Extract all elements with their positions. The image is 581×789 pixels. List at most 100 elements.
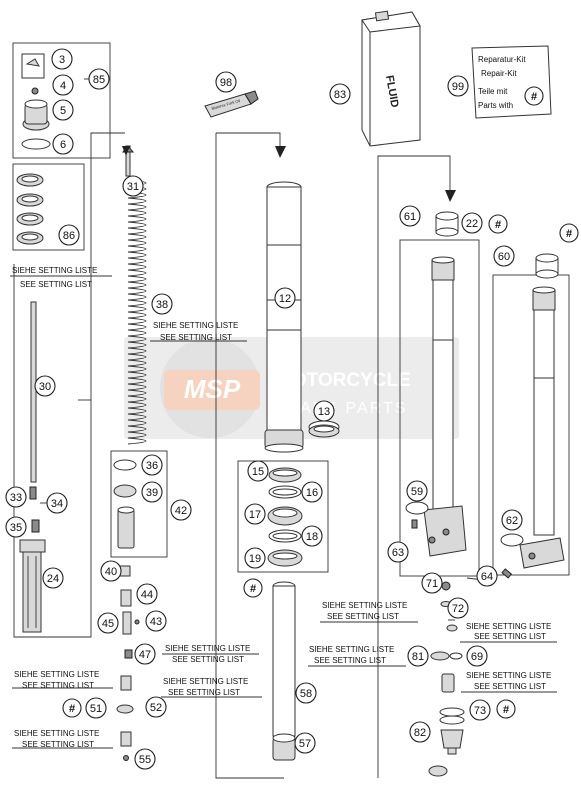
callout-label: 3: [59, 54, 65, 66]
callout-30: 30: [34, 375, 56, 397]
callout-4: 4: [52, 74, 74, 96]
callout-label: 43: [150, 616, 162, 628]
callout-circle: [329, 83, 351, 105]
callout-label: 61: [404, 211, 416, 223]
setting-note-7-en: SEE SETTING LIST: [172, 655, 244, 664]
callout-label: 13: [318, 406, 330, 418]
callout-label: 81: [412, 651, 424, 663]
callout-label: 35: [10, 522, 22, 534]
hash-circle: [496, 699, 516, 719]
callout-circle: [52, 99, 74, 121]
callout-86: 86: [58, 224, 80, 246]
callout-circle: [85, 697, 107, 719]
callout-circle: [295, 682, 317, 704]
callout-40: 40: [100, 560, 122, 582]
part-62-bolts: [411, 519, 513, 579]
callout-circle: [387, 541, 409, 563]
callout-36: 36: [141, 454, 163, 476]
callout-label: 73: [474, 705, 486, 717]
callout-label: 55: [139, 754, 151, 766]
callout-circle: [409, 721, 431, 743]
callout-circle: [141, 481, 163, 503]
callout-circle: [42, 567, 64, 589]
hash-circle: [524, 86, 544, 106]
callout-circle: [301, 525, 323, 547]
part-33-34-35-small-parts: [29, 486, 40, 533]
callout-label: 24: [47, 573, 59, 585]
callout-label: 85: [93, 74, 105, 86]
callout-circle: [447, 597, 469, 619]
callout-circle: [141, 454, 163, 476]
callout-31: 31: [122, 175, 144, 197]
callout-label: 22: [466, 218, 478, 230]
callout-label: 69: [471, 651, 483, 663]
callout-label: 58: [300, 688, 312, 700]
callout-label: 99: [452, 81, 464, 93]
part-36-39-42-valve: [113, 459, 137, 549]
repair-kit-line2: Repair-Kit: [481, 69, 517, 78]
down-arrows: [122, 146, 456, 202]
callout-83: 83: [329, 83, 351, 105]
callout-label: 34: [51, 498, 63, 510]
part-85-assembly: [21, 53, 51, 150]
part-98-grease-tube: Motorex Fork Oil: [204, 90, 259, 118]
callout-45: 45: [97, 612, 119, 634]
setting-note-3-de: SIEHE SETTING LISTE: [322, 601, 407, 610]
setting-note-5-de: SIEHE SETTING LISTE: [309, 645, 394, 654]
hash-marker: #: [559, 223, 579, 243]
callout-62: 62: [501, 509, 523, 531]
leader-lines: [10, 42, 570, 779]
callout-circle: [447, 75, 469, 97]
part-13-seal: [308, 420, 340, 438]
callout-63: 63: [387, 541, 409, 563]
callout-label: 6: [60, 139, 66, 151]
callout-circle: [469, 699, 491, 721]
hash-circle: [243, 578, 263, 598]
callout-44: 44: [136, 583, 158, 605]
setting-note-9-en: SEE SETTING LIST: [22, 681, 94, 690]
callout-52: 52: [145, 696, 167, 718]
setting-note-4-de: SIEHE SETTING LISTE: [466, 622, 551, 631]
callout-circle: [215, 71, 237, 93]
callout-circle: [170, 499, 192, 521]
part-71-72-adjuster: [430, 651, 463, 693]
callout-circle: [46, 492, 68, 514]
callout-label: 82: [414, 727, 426, 739]
setting-note-6-de: SIEHE SETTING LISTE: [466, 671, 551, 680]
callout-label: 38: [156, 299, 168, 311]
callout-59: 59: [406, 480, 428, 502]
callout-3: 3: [51, 48, 73, 70]
callout-label: 52: [150, 702, 162, 714]
callout-label: 30: [39, 381, 51, 393]
setting-note-2-de: SIEHE SETTING LISTE: [153, 321, 238, 330]
callout-label: 40: [105, 566, 117, 578]
part-30-damper-rod: [30, 301, 37, 483]
callout-51: 51: [85, 697, 107, 719]
callout-85: 85: [88, 68, 110, 90]
callout-circle: [52, 74, 74, 96]
callout-circle: [407, 645, 429, 667]
callout-69: 69: [466, 645, 488, 667]
callout-5: 5: [52, 99, 74, 121]
setting-note-2-en: SEE SETTING LIST: [160, 333, 232, 342]
callout-circle: [100, 560, 122, 582]
fluid-label: FLUID: [383, 74, 400, 108]
hash-label: #: [566, 228, 572, 240]
hash-marker: #: [62, 698, 82, 718]
callout-24: 24: [42, 567, 64, 589]
part-38-fork-spring: [127, 179, 147, 445]
hash-circle: [488, 214, 508, 234]
repair-kit-note: Reparatur-Kit Repair-Kit Teile mit Parts…: [471, 45, 552, 119]
callout-58: 58: [295, 682, 317, 704]
part-47-51-52-55-shims: [116, 649, 134, 761]
part-86-bushings: [16, 173, 44, 245]
callout-label: 71: [426, 578, 438, 590]
hash-marker: #: [524, 86, 544, 106]
callout-72: 72: [447, 597, 469, 619]
part-24-cartridge: [19, 539, 46, 633]
callout-39: 39: [141, 481, 163, 503]
callout-circle: [5, 516, 27, 538]
callout-55: 55: [134, 748, 156, 770]
part-22-bushing-left: [435, 211, 459, 237]
